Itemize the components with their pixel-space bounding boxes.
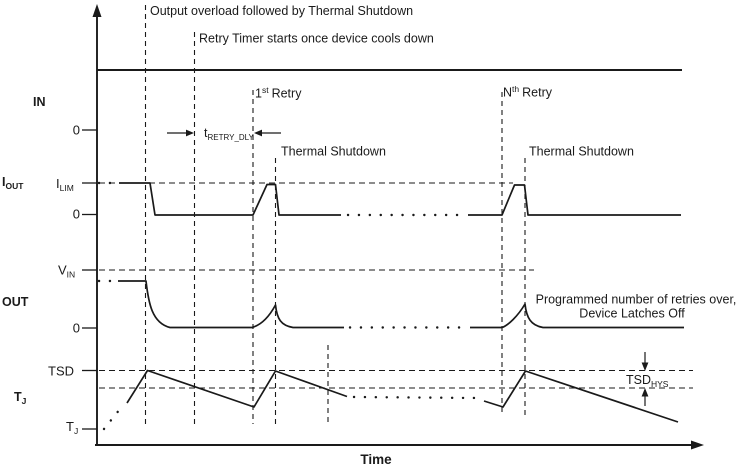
tsd-hys-subscript: HYS xyxy=(651,379,669,389)
reference-level-lines xyxy=(99,182,693,389)
time-axis-label: Time xyxy=(360,452,392,467)
nth-retry-base: N xyxy=(503,86,512,100)
out-zero-label: 0 xyxy=(73,321,80,336)
first-retry-superscript: st xyxy=(262,85,269,95)
tj-ellipsis-dots xyxy=(352,395,478,400)
tj-waveform xyxy=(102,369,679,431)
thermal-shutdown-first-annotation: Thermal Shutdown xyxy=(281,145,386,159)
tsd-hys-dimension: TSDHYS xyxy=(626,352,669,406)
vin-subscript: IN xyxy=(67,270,76,280)
latch-off-annotation-line1: Programmed number of retries over, xyxy=(536,293,737,307)
tj-first-cycle xyxy=(126,369,348,408)
first-retry-rest: Retry xyxy=(272,87,303,101)
latch-off-annotation-line2: Device Latches Off xyxy=(579,307,685,321)
tsd-hys-label: TSDHYS xyxy=(626,373,669,389)
retry-delay-dimension: tRETRY_DLY xyxy=(167,126,281,142)
vin-base: V xyxy=(58,263,67,278)
retry-delay-base: t xyxy=(204,126,208,140)
ilim-base: I xyxy=(56,176,60,191)
signal-labels: IN 0 IOUT ILIM 0 VIN OUT 0 TSD TJ TJ Tim… xyxy=(2,95,392,467)
ilim-level-label: ILIM xyxy=(56,176,74,193)
tj-start-base: T xyxy=(66,419,74,434)
tj-label-base: T xyxy=(14,390,22,404)
y-axis-arrow-icon xyxy=(92,4,102,17)
nth-retry-superscript: th xyxy=(512,84,519,94)
tj-signal-label: TJ xyxy=(14,390,27,406)
tsd-hys-down-arrow-icon xyxy=(641,362,649,371)
tj-start-subscript: J xyxy=(74,426,78,436)
out-first-cycle xyxy=(118,280,344,329)
iout-label-base: I xyxy=(2,175,5,189)
ilim-subscript: LIM xyxy=(60,183,74,193)
out-waveform xyxy=(97,279,684,329)
event-marker-lines xyxy=(144,5,526,424)
annotations: Output overload followed by Thermal Shut… xyxy=(150,4,736,406)
overload-annotation: Output overload followed by Thermal Shut… xyxy=(150,4,413,18)
retry-delay-subscript: RETRY_DLY xyxy=(207,133,254,142)
tj-start-level-label: TJ xyxy=(66,419,78,436)
iout-waveform xyxy=(97,181,681,217)
out-nth-cycle xyxy=(470,303,684,329)
thermal-shutdown-nth-annotation: Thermal Shutdown xyxy=(529,145,634,159)
tj-leading-dots xyxy=(102,402,126,431)
vin-level-label: VIN xyxy=(58,263,75,280)
retry-delay-right-arrow-icon xyxy=(254,129,262,137)
iout-first-cycle xyxy=(119,182,341,216)
tsd-hys-up-arrow-icon xyxy=(641,388,649,397)
in-signal-label: IN xyxy=(33,95,46,109)
tj-nth-cycle xyxy=(483,370,679,423)
first-retry-base: 1 xyxy=(255,87,262,101)
iout-signal-label: IOUT xyxy=(2,175,24,191)
nth-retry-rest: Retry xyxy=(522,86,553,100)
tj-label-subscript: J xyxy=(22,396,27,406)
tsd-hys-base: TSD xyxy=(626,373,651,387)
tsd-level-label: TSD xyxy=(48,364,74,379)
retry-delay-left-arrow-icon xyxy=(186,129,194,137)
in-zero-label: 0 xyxy=(73,123,80,138)
time-axis-arrow-icon xyxy=(691,440,704,450)
retry-timer-annotation: Retry Timer starts once device cools dow… xyxy=(199,32,434,46)
retry-delay-label: tRETRY_DLY xyxy=(204,126,255,142)
out-signal-label: OUT xyxy=(2,295,29,309)
axes xyxy=(82,4,704,450)
iout-nth-cycle xyxy=(468,184,681,216)
iout-label-subscript: OUT xyxy=(5,181,24,191)
iout-zero-label: 0 xyxy=(73,207,80,222)
